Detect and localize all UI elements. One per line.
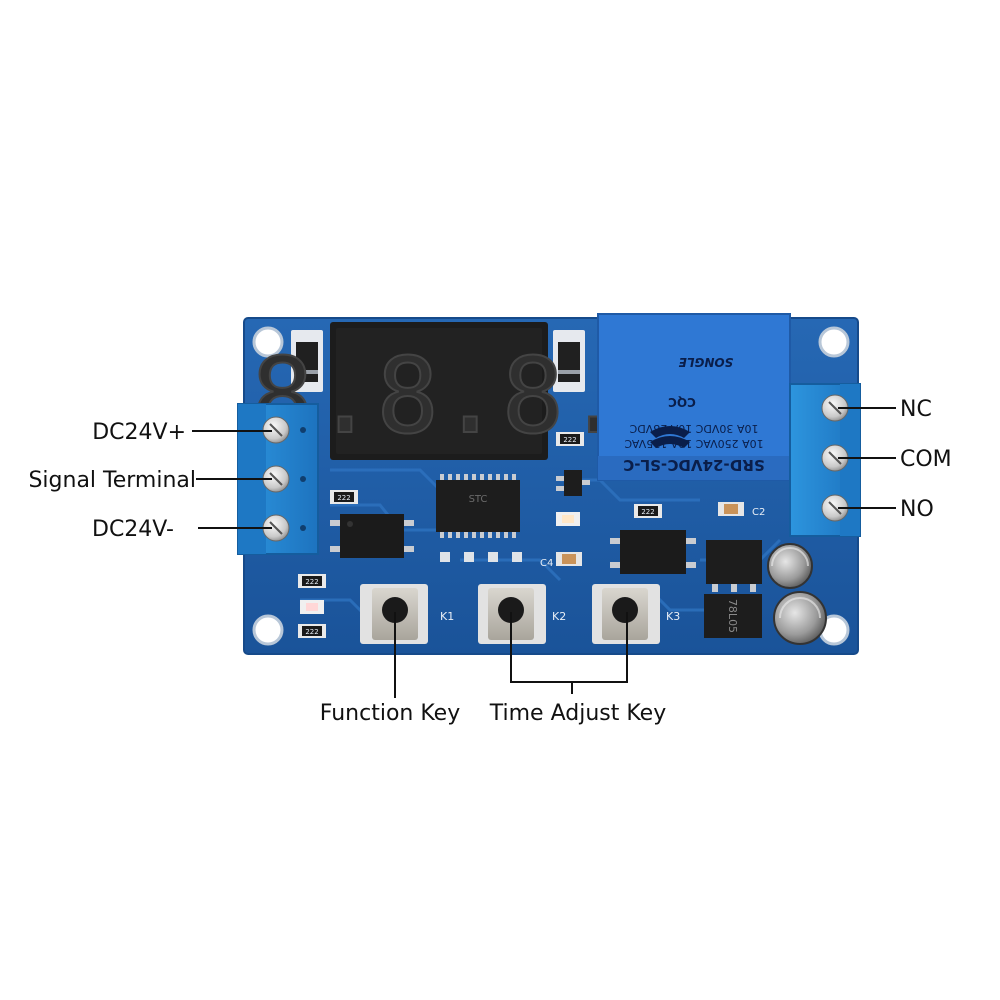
label-dc-minus: DC24V-	[92, 517, 174, 542]
label-no: NO	[900, 497, 934, 522]
relay-model: SRD-24VDC-SL-C	[623, 456, 764, 474]
svg-text:222: 222	[305, 628, 318, 636]
relay-brand: SONGLE	[678, 355, 733, 369]
svg-text:222: 222	[563, 436, 576, 444]
relay: SRD-24VDC-SL-C 10A 250VAC 10A 125VAC 10A…	[597, 313, 791, 481]
diode-right	[553, 330, 585, 392]
optocoupler-right	[610, 530, 696, 574]
microcontroller-chip: STC	[436, 474, 520, 538]
smd-led	[556, 512, 580, 526]
smd-resistor: 222	[634, 504, 662, 518]
silk-k3: K3	[666, 610, 680, 623]
k2-actuator[interactable]	[498, 597, 524, 623]
smd-capacitor-c4	[556, 552, 582, 566]
voltage-regulator	[706, 540, 762, 592]
svg-text:222: 222	[305, 578, 318, 586]
smd-led	[300, 600, 324, 614]
relay-terminal-block	[789, 383, 861, 537]
diode-left	[291, 330, 323, 392]
relay-cert: CQC	[668, 395, 696, 409]
silk-c4: C4	[540, 558, 553, 569]
leader-time-adjust-bracket	[510, 612, 628, 683]
label-nc: NC	[900, 397, 932, 422]
k1-actuator[interactable]	[382, 597, 408, 623]
label-dc-plus: DC24V+	[92, 420, 186, 445]
electrolytic-capacitor-bottom	[773, 591, 827, 645]
k3-actuator[interactable]	[612, 597, 638, 623]
smd-resistor: 222	[298, 574, 326, 588]
regulator-marking: 78L05	[726, 599, 739, 633]
svg-text:222: 222	[337, 494, 350, 502]
test-pads	[440, 552, 522, 562]
mounting-hole	[252, 326, 850, 646]
optocoupler-left	[330, 514, 414, 558]
songle-logo	[650, 426, 690, 448]
silk-k2: K2	[552, 610, 566, 623]
silk-c2: C2	[752, 507, 765, 518]
label-com: COM	[900, 447, 952, 472]
smd-resistor: 222	[330, 490, 358, 504]
silk-k1: K1	[440, 610, 454, 623]
smd-resistor: 222	[298, 624, 326, 638]
relay-rating-1: 10A 250VAC 10A 125VAC	[624, 437, 764, 450]
leader-lines	[192, 407, 896, 698]
relay-rating-2: 10A 30VDC 10A 28VDC	[629, 422, 758, 435]
smd-capacitor-c2	[718, 502, 744, 516]
chip-brand: STC	[469, 494, 488, 505]
smd-resistor: 222	[556, 432, 584, 446]
regulator-78l05: 78L05	[704, 594, 762, 638]
transistor	[556, 470, 590, 496]
electrolytic-capacitor-top	[767, 543, 813, 589]
label-signal-terminal: Signal Terminal	[28, 468, 196, 493]
label-function-key: Function Key	[320, 701, 460, 726]
label-time-adjust-key: Time Adjust Key	[489, 701, 666, 726]
svg-text:222: 222	[641, 508, 654, 516]
